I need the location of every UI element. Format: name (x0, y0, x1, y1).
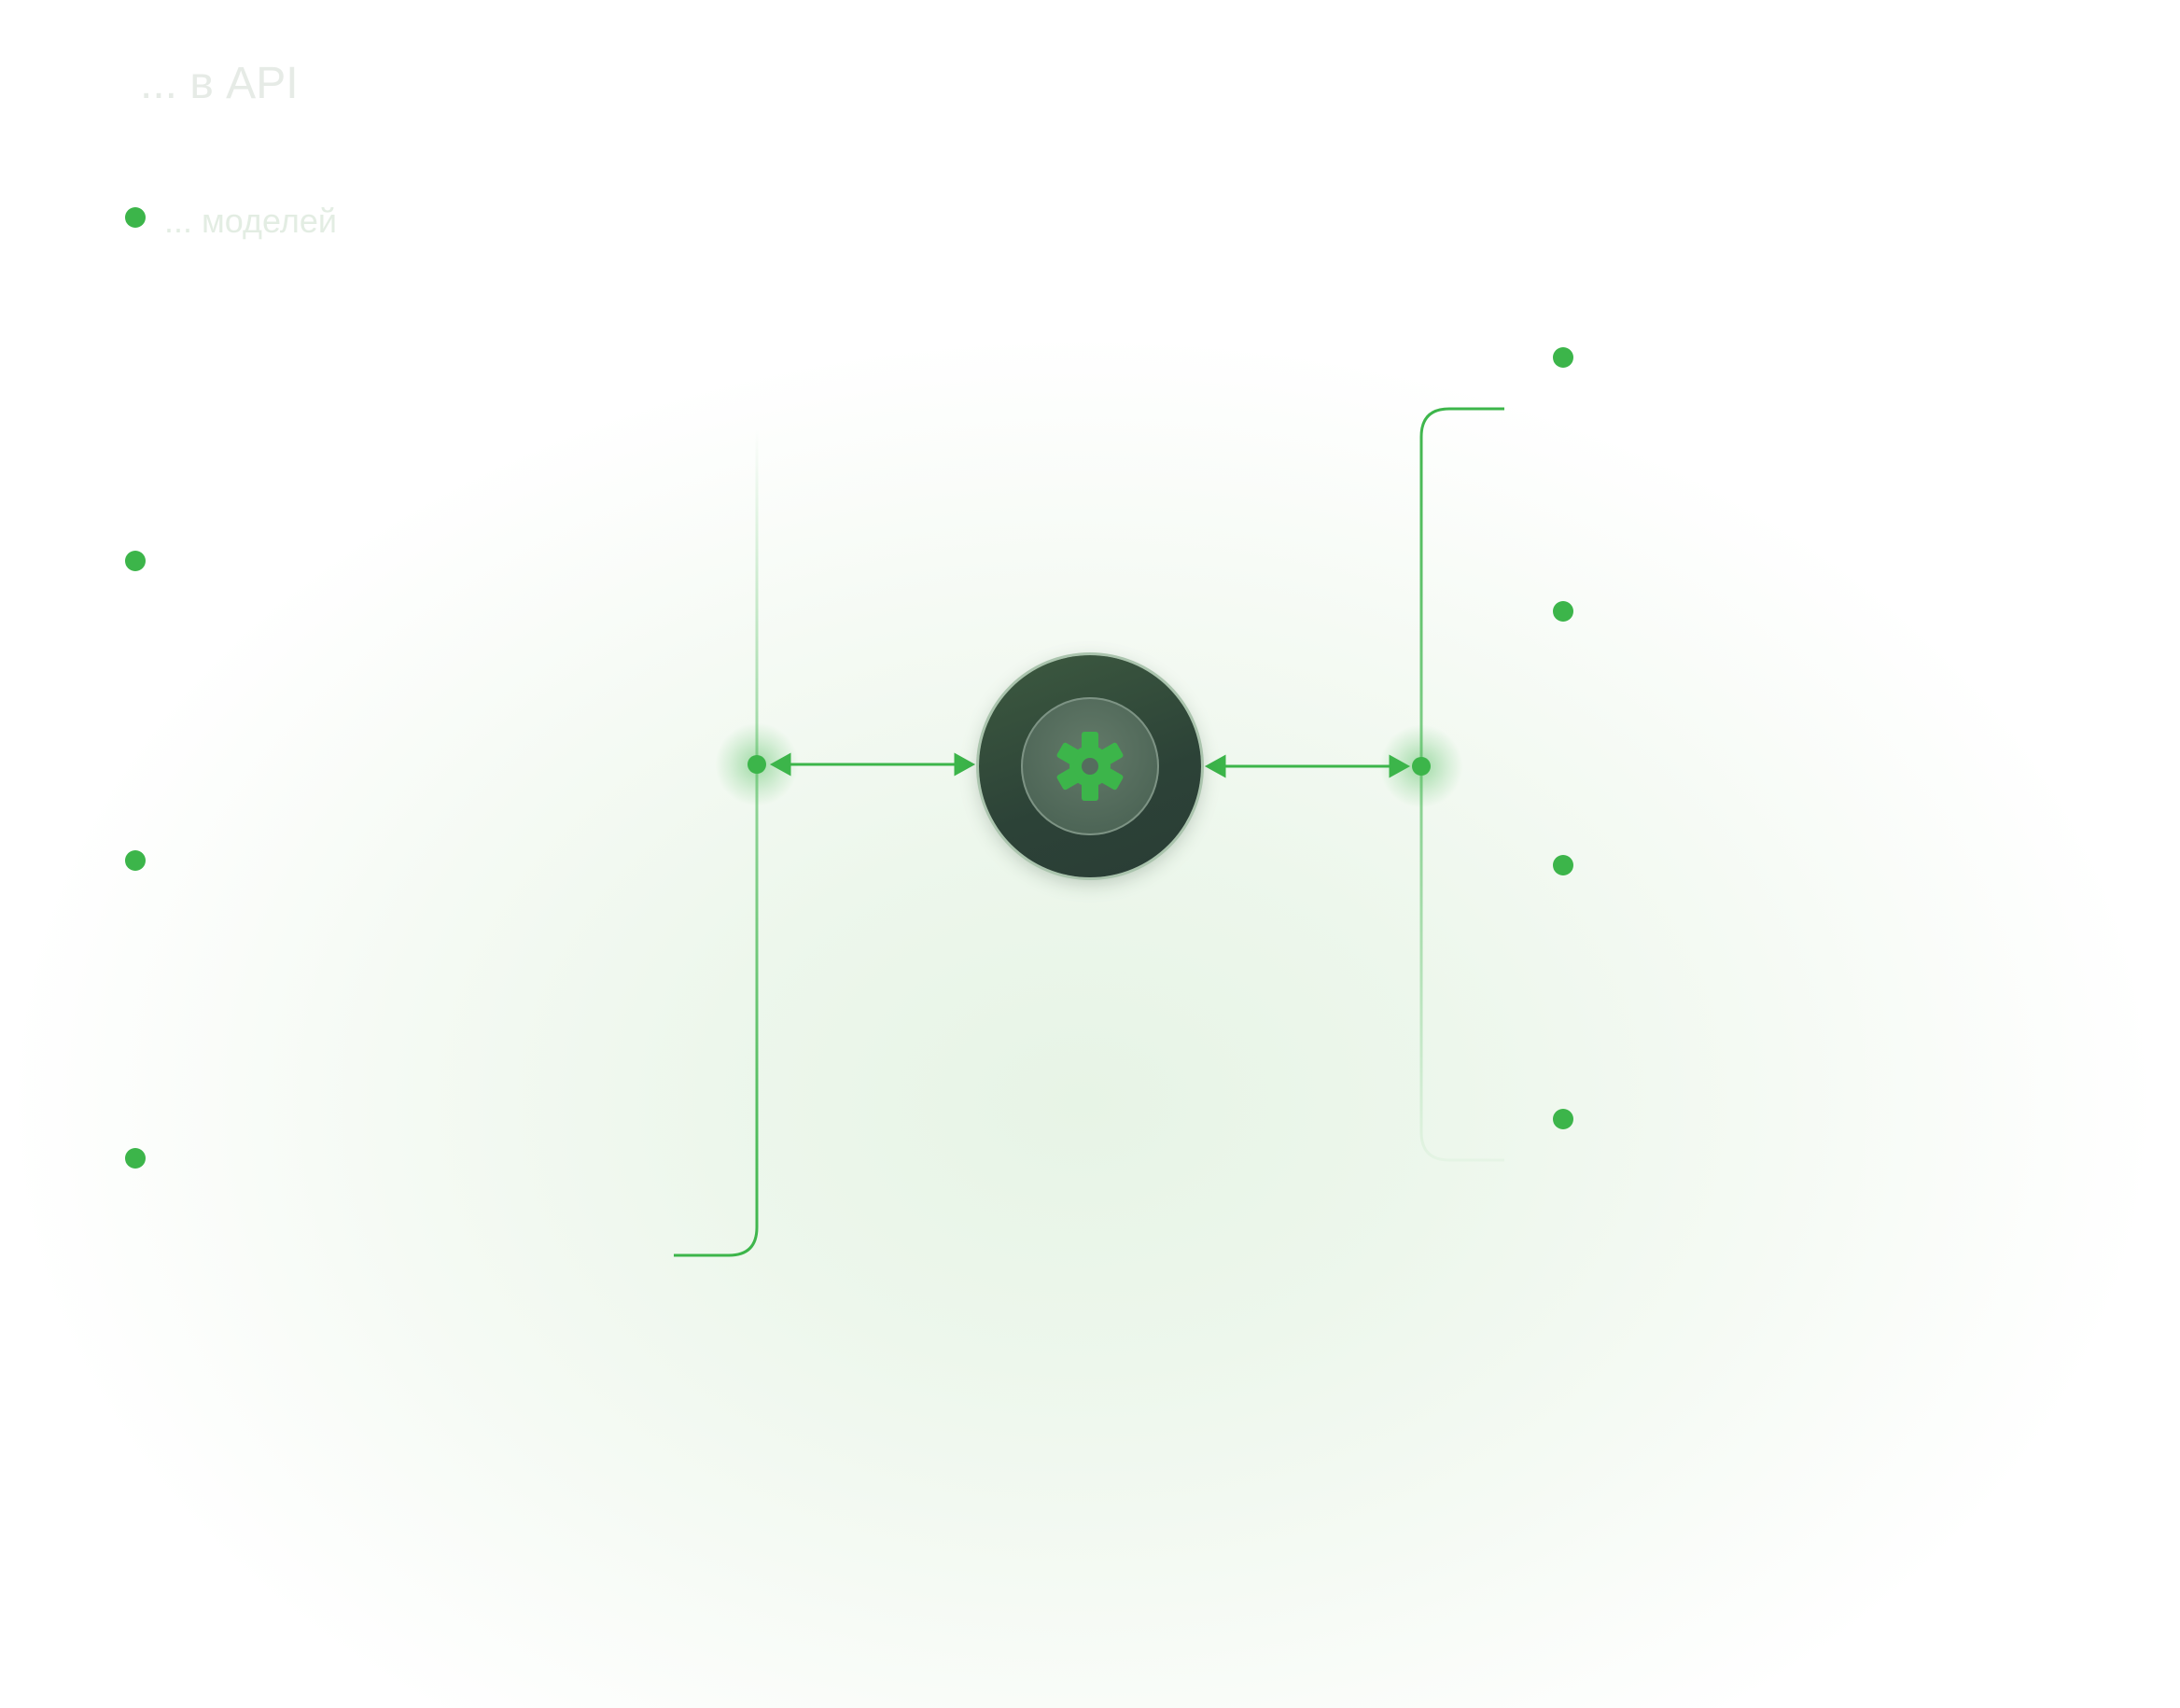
left-double-arrow (769, 752, 976, 777)
bullet-dot (125, 1148, 146, 1169)
bullet-dot (125, 551, 146, 571)
left-item-1: ... моделей (125, 200, 650, 258)
bullet-dot (1553, 601, 1573, 622)
hub-inner-circle (1021, 697, 1159, 835)
left-item-2 (125, 543, 650, 571)
bullet-dot (1553, 1109, 1573, 1129)
bullet-dot (125, 207, 146, 228)
right-bracket-line (1419, 407, 1504, 1162)
right-item-4 (1553, 1101, 2077, 1129)
bullet-dot (1553, 347, 1573, 368)
item-heading: ... моделей (164, 202, 337, 240)
right-item-3 (1553, 847, 2077, 875)
right-junction-node (1412, 757, 1431, 776)
left-junction-node (748, 755, 766, 774)
right-double-arrow (1204, 754, 1411, 778)
right-item-2 (1553, 594, 2077, 622)
central-hub (979, 655, 1201, 877)
left-item-4 (125, 1141, 650, 1169)
bullet-dot (125, 850, 146, 871)
left-item-3 (125, 843, 650, 871)
right-item-1 (1553, 340, 2077, 368)
bullet-dot (1553, 855, 1573, 875)
gear-icon (1056, 732, 1124, 801)
left-bracket-line (674, 429, 759, 1257)
diagram-title: ... в API (140, 59, 299, 108)
